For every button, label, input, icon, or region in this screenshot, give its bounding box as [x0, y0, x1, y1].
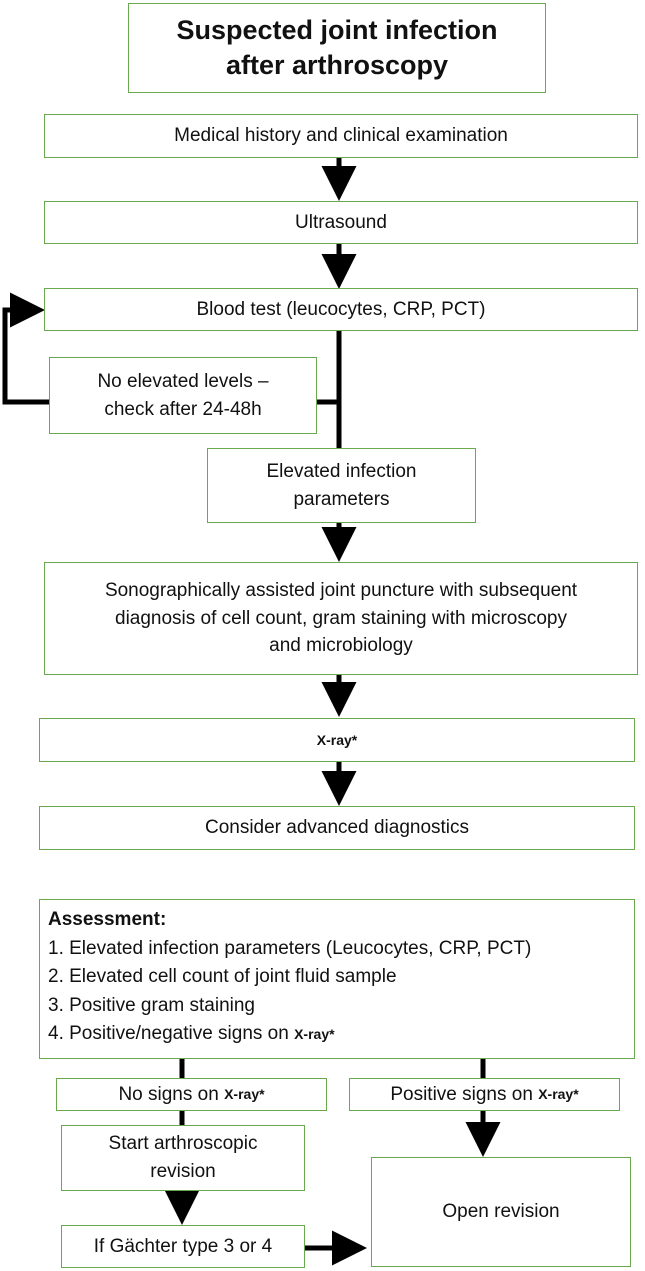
- advanced-box: Consider advanced diagnostics: [39, 806, 635, 850]
- elevated-line-1: Elevated infection: [266, 460, 417, 482]
- start-arthroscopic-line-2: revision: [150, 1161, 216, 1182]
- assessment-heading: Assessment:: [48, 909, 167, 930]
- assessment-item-2: 2. Elevated cell count of joint fluid sa…: [48, 966, 397, 987]
- puncture-line-2: diagnosis of cell count, gram staining w…: [115, 607, 567, 629]
- title-line-2: after arthroscopy: [225, 50, 449, 80]
- start-arthroscopic-line-1: Start arthroscopic: [108, 1133, 258, 1155]
- open-revision-label: Open revision: [442, 1201, 560, 1223]
- no-signs-box: No signs on X-ray*: [56, 1078, 327, 1111]
- no-elevated-line-2: check after 24-48h: [104, 398, 262, 420]
- loop-no-elevated-blood: [2, 292, 49, 405]
- title-line-1: Suspected joint infection: [176, 14, 498, 45]
- positive-signs-xray: X-ray*: [538, 1086, 579, 1103]
- history-box: Medical history and clinical examination: [44, 114, 638, 158]
- history-label: Medical history and clinical examination: [174, 125, 508, 147]
- ultrasound-label: Ultrasound: [295, 211, 387, 233]
- no-elevated-line-1: No elevated levels –: [97, 370, 269, 392]
- assessment-item-4-xray: X-ray*: [294, 1026, 335, 1042]
- ultrasound-box: Ultrasound: [44, 201, 638, 244]
- assessment-item-1: 1. Elevated infection parameters (Leucoc…: [48, 937, 532, 959]
- no-signs-label: No signs on: [118, 1083, 225, 1105]
- open-revision-box: Open revision: [371, 1157, 631, 1267]
- no-elevated-box: No elevated levels – check after 24-48h: [49, 357, 317, 434]
- blood-test-box: Blood test (leucocytes, CRP, PCT): [44, 288, 638, 331]
- gachter-box: If Gächter type 3 or 4: [61, 1225, 305, 1268]
- start-arthroscopic-box: Start arthroscopic revision: [61, 1125, 305, 1191]
- no-signs-xray: X-ray*: [224, 1086, 265, 1103]
- assessment-item-3: 3. Positive gram staining: [48, 994, 255, 1016]
- xray-label: X-ray*: [316, 731, 358, 748]
- puncture-line-3: and microbiology: [269, 635, 413, 657]
- assessment-box: Assessment: 1. Elevated infection parame…: [39, 899, 635, 1059]
- blood-test-label: Blood test (leucocytes, CRP, PCT): [196, 298, 486, 320]
- advanced-label: Consider advanced diagnostics: [204, 817, 470, 839]
- positive-signs-box: Positive signs on X-ray*: [349, 1078, 620, 1111]
- elevated-line-2: parameters: [293, 488, 390, 510]
- puncture-box: Sonographically assisted joint puncture …: [44, 562, 638, 675]
- puncture-line-1: Sonographically assisted joint puncture …: [104, 580, 578, 602]
- xray-box: X-ray*: [39, 718, 635, 762]
- gachter-label: If Gächter type 3 or 4: [93, 1235, 273, 1257]
- positive-signs-label: Positive signs on: [390, 1083, 539, 1105]
- assessment-item-4-text: 4. Positive/negative signs on: [48, 1023, 295, 1044]
- assessment-item-4: 4. Positive/negative signs on X-ray*: [48, 1020, 626, 1049]
- title-box: Suspected joint infection after arthrosc…: [128, 3, 546, 93]
- elevated-box: Elevated infection parameters: [207, 448, 476, 523]
